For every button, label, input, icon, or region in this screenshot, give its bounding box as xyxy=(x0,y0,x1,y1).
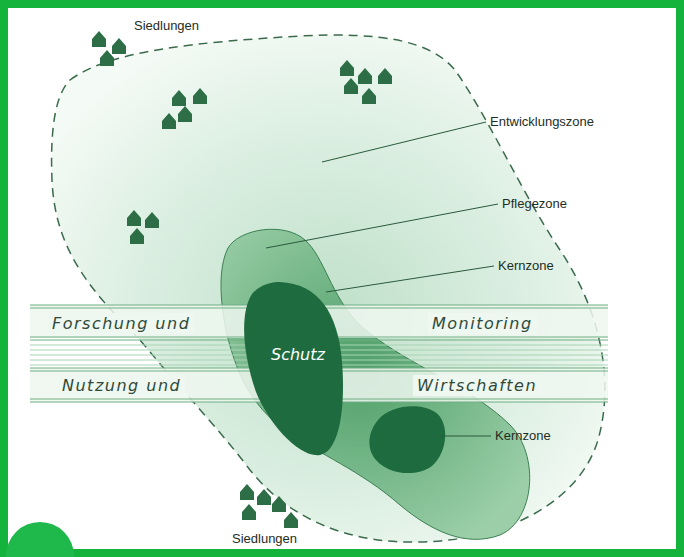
core-zone: Schutz xyxy=(238,282,346,458)
band-label: Wirtschaften xyxy=(413,375,541,396)
core-zone-shape xyxy=(238,282,346,458)
frame-inner xyxy=(8,8,676,549)
zone-name: Kernzone xyxy=(498,258,554,273)
settlement-icons xyxy=(92,31,392,528)
development-zone xyxy=(52,35,605,542)
band-label: Monitoring xyxy=(428,313,537,334)
zone-name: Kernzone xyxy=(495,428,551,443)
protection-band xyxy=(30,345,608,365)
band-label: Nutzung und xyxy=(58,375,185,396)
settlement-label: Siedlungen xyxy=(134,18,199,33)
zone-label: Schutz xyxy=(268,344,328,365)
settlement-label: Siedlungen xyxy=(232,531,297,546)
zone-name: Entwicklungszone xyxy=(490,114,594,129)
zone-band: Nutzung und Wirtschaften xyxy=(30,372,608,399)
corner-disc xyxy=(6,522,74,557)
core-zone xyxy=(369,406,445,473)
band-label: Forschung und xyxy=(48,313,194,334)
zone-name: Pflegezone xyxy=(502,196,567,211)
